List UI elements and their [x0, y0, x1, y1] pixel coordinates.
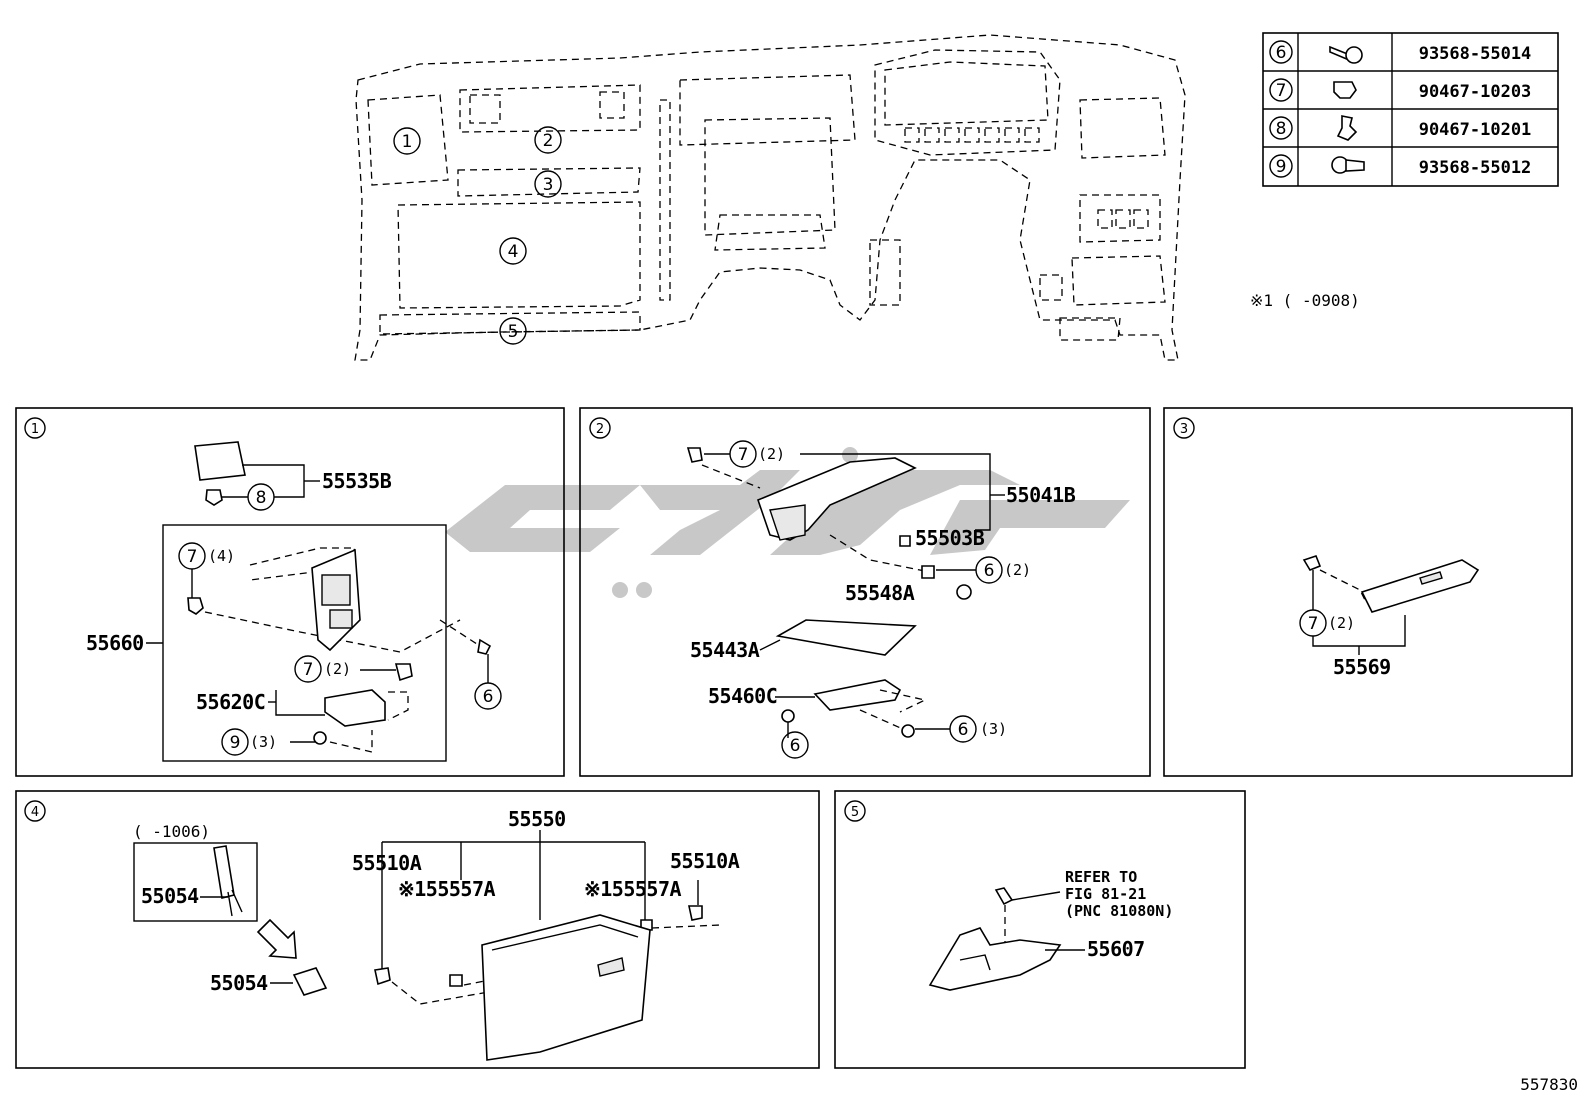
ref-9: 9: [230, 733, 241, 753]
panel-number: 5: [851, 805, 859, 820]
panel-4: 4 ( -1006) 55054 55054 55550 55510A 5551…: [15, 790, 820, 1069]
table-row-7: 7 90467-10203: [1269, 78, 1532, 102]
part-55607[interactable]: 55607: [1087, 937, 1145, 961]
part-55443A[interactable]: 55443A: [690, 638, 760, 662]
table-part-number: 93568-55012: [1419, 158, 1532, 178]
fastener-table: [1262, 32, 1559, 187]
part-55550[interactable]: 55550: [508, 807, 566, 831]
damper-part: [213, 845, 235, 899]
qty-7: (2): [1328, 614, 1355, 632]
panel-number: 3: [1180, 422, 1188, 437]
ref-6a: 6: [984, 561, 995, 581]
refer-text: REFER TO: [1065, 868, 1137, 886]
table-ref: 8: [1276, 119, 1287, 139]
clip-part: [205, 489, 223, 506]
part-55557A-left[interactable]: ※155557A: [398, 877, 496, 901]
part-55620C[interactable]: 55620C: [196, 690, 266, 714]
table-row-9: 9 93568-55012: [1269, 154, 1532, 178]
qty-9: (3): [250, 733, 277, 751]
part-55054a[interactable]: 55054: [141, 884, 200, 908]
cover-part: [194, 441, 246, 481]
part-55503B[interactable]: 55503B: [915, 526, 985, 550]
table-row-6: 6 93568-55014: [1269, 40, 1532, 64]
bracket-part: [813, 679, 902, 711]
callout-label: 2: [543, 131, 554, 151]
mat-part: [775, 619, 917, 656]
part-55460C[interactable]: 55460C: [708, 684, 778, 708]
instrument-panel-overview: [354, 34, 1186, 361]
figure-id: 557830: [1520, 1075, 1578, 1094]
glovebox-part: [481, 914, 651, 1061]
callout-label: 1: [402, 132, 413, 152]
trim-strip-part: [1360, 559, 1480, 613]
ref-7: 7: [1308, 614, 1319, 634]
panel-3: 3 7 (2) 55569: [1163, 407, 1573, 777]
overview-callout-5[interactable]: 5: [499, 317, 527, 345]
bracket-part: [928, 927, 1062, 991]
date-range-note: ※1 ( -0908): [1250, 291, 1360, 310]
table-ref: 7: [1276, 81, 1287, 101]
bolt-icon: [1331, 156, 1365, 174]
watermark-logo: [445, 447, 1130, 598]
ref-6b: 6: [790, 736, 801, 756]
ref-6: 6: [483, 687, 494, 707]
refer-pnc: (PNC 81080N): [1065, 902, 1173, 920]
part-55557A-right[interactable]: ※155557A: [584, 877, 682, 901]
arrow-icon: [256, 918, 297, 959]
clip-icon: [1333, 81, 1357, 99]
table-part-number: 93568-55014: [1419, 44, 1532, 64]
part-55535B[interactable]: 55535B: [322, 469, 392, 493]
ref-7: 7: [187, 547, 198, 567]
panel-5: 5 REFER TO FIG 81-21 (PNC 81080N) 55607: [834, 790, 1246, 1069]
panel-1: 1 8 55535B 55660 7 (4) 7 (2) 55620C: [15, 407, 565, 777]
part-55569[interactable]: 55569: [1333, 655, 1391, 679]
panel-number: 2: [596, 422, 604, 437]
qty-6a: (2): [1004, 561, 1031, 579]
date-range: ( -1006): [133, 822, 210, 841]
callout-label: 4: [508, 242, 519, 262]
ref-8: 8: [256, 488, 267, 508]
qty-7: (4): [208, 547, 235, 565]
bolt-icon: [1329, 45, 1363, 64]
overview-callout-1[interactable]: 1: [393, 127, 421, 155]
bracket-part: [324, 689, 386, 727]
callout-label: 3: [543, 175, 554, 195]
table-part-number: 90467-10201: [1419, 120, 1532, 140]
clip-icon: [1336, 115, 1358, 141]
overview-callout-3[interactable]: 3: [534, 170, 562, 198]
table-part-number: 90467-10203: [1419, 82, 1532, 102]
ref-7b: 7: [303, 660, 314, 680]
panel-number: 4: [31, 805, 39, 820]
table-ref: 6: [1276, 43, 1287, 63]
part-55054b[interactable]: 55054: [210, 971, 269, 995]
part-55041B[interactable]: 55041B: [1006, 483, 1076, 507]
panel-number: 1: [31, 422, 39, 437]
part-55510A-left[interactable]: 55510A: [352, 851, 422, 875]
part-55548A[interactable]: 55548A: [845, 581, 915, 605]
part-55510A-right[interactable]: 55510A: [670, 849, 740, 873]
qty-7: (2): [758, 445, 785, 463]
table-row-8: 8 90467-10201: [1269, 115, 1532, 141]
qty-6c: (3): [980, 720, 1007, 738]
panel-2: 2 7 (2) 55041B 55503B 6 (2) 55548A 55443…: [579, 407, 1151, 777]
overview-callout-4[interactable]: 4: [499, 237, 527, 265]
ref-6c: 6: [958, 720, 969, 740]
qty-7b: (2): [324, 660, 351, 678]
part-55660[interactable]: 55660: [86, 631, 144, 655]
damper-part: [292, 967, 328, 996]
overview-callout-2[interactable]: 2: [534, 126, 562, 154]
table-ref: 9: [1276, 157, 1287, 177]
callout-label: 5: [508, 322, 519, 342]
ref-7: 7: [738, 445, 749, 465]
refer-fig[interactable]: FIG 81-21: [1065, 885, 1146, 903]
